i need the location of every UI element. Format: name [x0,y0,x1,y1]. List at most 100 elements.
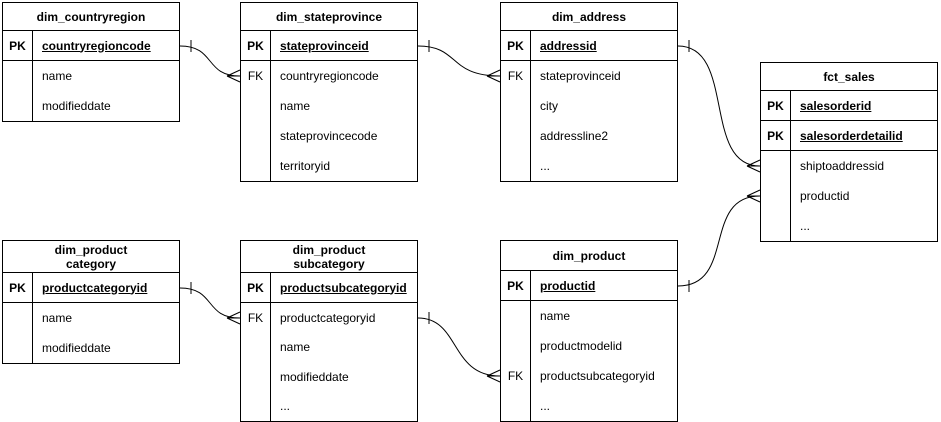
table-row[interactable]: ... [501,151,677,181]
table-row[interactable]: name [241,91,417,121]
table-row[interactable]: ... [241,391,417,421]
crows-foot-icon [226,311,241,325]
field-name: addressline2 [540,129,609,143]
entity-dim-product-category[interactable]: dim_product category PK productcategoryi… [2,240,180,364]
table-row[interactable]: stateprovincecode [241,121,417,151]
table-row[interactable]: name [3,303,179,333]
table-row[interactable]: ... [501,391,677,421]
entity-dim-stateprovince[interactable]: dim_stateprovince PK stateprovinceid FK … [240,2,418,182]
field-name: stateprovincecode [280,129,378,143]
crows-foot-icon [486,369,501,383]
key-label: FK [241,61,271,91]
table-row[interactable]: PK salesorderdetailid [761,121,937,151]
table-row[interactable]: FK productcategoryid [241,303,417,333]
key-label [241,151,271,181]
key-label [3,333,33,363]
entity-title: dim_countryregion [3,3,179,31]
key-label [241,391,271,421]
edge-countryregion-to-stateprovince[interactable] [179,40,241,83]
field-name: stateprovinceid [280,38,369,53]
entity-dim-address[interactable]: dim_address PK addressid FK stateprovinc… [500,2,678,182]
entity-title: fct_sales [761,63,937,91]
field-name: modifieddate [280,369,349,384]
key-label: PK [3,31,33,60]
entity-dim-product[interactable]: dim_product PK productid name productmod… [500,240,678,422]
field-name: territoryid [280,159,331,173]
field-name: salesorderdetailid [800,128,903,143]
entity-title: dim_product category [3,241,179,273]
table-row[interactable]: territoryid [241,151,417,181]
field-name: name [42,69,73,83]
edge-subcategory-to-product[interactable] [417,312,501,383]
edge-productcategory-to-subcategory[interactable] [179,282,241,325]
table-row[interactable]: FK stateprovinceid [501,61,677,91]
edge-address-to-fctsales[interactable] [677,40,761,173]
entity-fct-sales[interactable]: fct_sales PK salesorderid PK salesorderd… [760,62,938,242]
key-label: PK [761,91,791,120]
edge-stateprovince-to-address[interactable] [417,40,501,83]
entity-dim-countryregion[interactable]: dim_countryregion PK countryregioncode n… [2,2,180,122]
table-row[interactable]: productmodelid [501,331,677,361]
table-row[interactable]: modifieddate [3,91,179,121]
table-row[interactable]: ... [761,211,937,241]
table-row[interactable]: PK addressid [501,31,677,61]
crows-foot-icon [486,69,501,83]
field-name: salesorderid [800,98,872,113]
field-name: name [42,311,73,325]
field-name: stateprovinceid [540,69,621,83]
crows-foot-icon [746,189,761,203]
table-row[interactable]: PK salesorderid [761,91,937,121]
table-row[interactable]: PK countryregioncode [3,31,179,61]
key-label [501,151,531,181]
table-row[interactable]: modifieddate [3,333,179,363]
key-label: PK [501,31,531,60]
edge-product-to-fctsales[interactable] [677,189,761,292]
table-row[interactable]: name [3,61,179,91]
table-row[interactable]: FK countryregioncode [241,61,417,91]
field-name: shiptoaddressid [800,159,885,173]
table-row[interactable]: PK stateprovinceid [241,31,417,61]
key-label [241,332,271,362]
field-name: addressid [540,38,597,53]
key-label: PK [241,31,271,60]
key-label: PK [501,271,531,300]
key-label [241,91,271,121]
entity-title: dim_product [501,241,677,271]
key-label [501,331,531,361]
field-name: ... [280,399,291,414]
key-label [501,91,531,121]
edge-wire[interactable] [677,195,761,287]
entity-title: dim_product subcategory [241,241,417,273]
key-label [241,362,271,392]
entity-dim-product-subcategory[interactable]: dim_product subcategory PK productsubcat… [240,240,418,422]
table-row[interactable]: city [501,91,677,121]
field-name: ... [540,399,551,413]
table-row[interactable]: name [501,301,677,331]
field-name: productsubcategoryid [280,280,407,295]
field-name: modifieddate [42,341,111,355]
table-row[interactable]: modifieddate [241,362,417,392]
key-label: FK [501,61,531,91]
table-row[interactable]: PK productsubcategoryid [241,273,417,303]
edge-wire[interactable] [417,45,501,77]
key-label [3,61,33,91]
edge-wire[interactable] [179,287,241,319]
table-row[interactable]: addressline2 [501,121,677,151]
table-row[interactable]: PK productid [501,271,677,301]
field-name: productmodelid [540,339,623,353]
field-name: productcategoryid [42,280,148,295]
table-row[interactable]: productid [761,181,937,211]
edge-wire[interactable] [179,45,241,77]
table-row[interactable]: name [241,332,417,362]
edge-wire[interactable] [677,45,761,167]
field-name: countryregioncode [280,69,379,83]
key-label: FK [501,361,531,391]
key-label [241,121,271,151]
table-row[interactable]: FK productsubcategoryid [501,361,677,391]
key-label [501,121,531,151]
table-row[interactable]: shiptoaddressid [761,151,937,181]
table-row[interactable]: PK productcategoryid [3,273,179,303]
edge-wire[interactable] [417,317,501,377]
